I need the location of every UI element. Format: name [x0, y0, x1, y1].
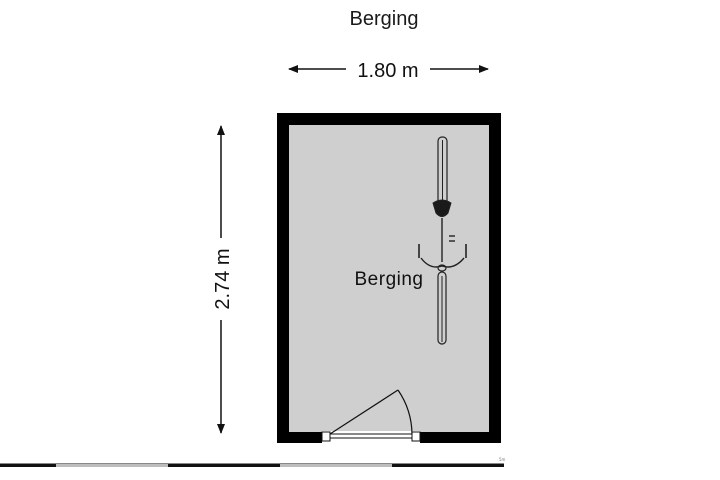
width-label: 1.80 m — [357, 60, 418, 82]
height-label: 2.74 m — [212, 248, 234, 309]
scale-bar: 5m — [0, 457, 506, 467]
height-dimension: 2.74 m — [212, 125, 234, 434]
page-title: Berging — [349, 8, 419, 30]
room-berging — [277, 113, 501, 443]
door-swing-icon — [321, 389, 421, 443]
scale-mark-label: 5m — [499, 457, 506, 462]
room-label: Berging — [355, 269, 424, 290]
width-dimension: 1.80 m — [288, 60, 489, 82]
bicycle-icon — [418, 136, 467, 345]
